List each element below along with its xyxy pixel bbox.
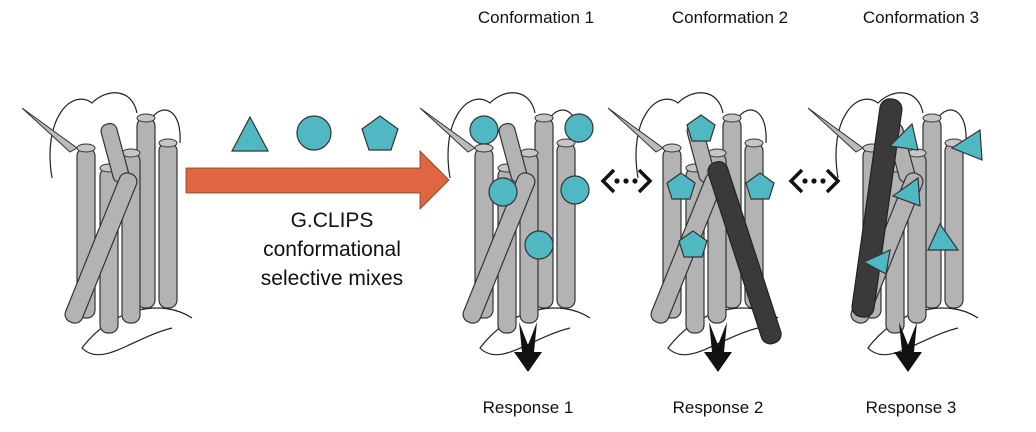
receptor-conformation-2 (607, 92, 782, 356)
circle-ligand-icon (296, 115, 332, 151)
triangle-ligands-conformation-3 (862, 122, 983, 275)
mix-label: G.CLIPS conformational selective mixes (232, 206, 432, 293)
pentagon-ligands-conformation-2 (666, 114, 775, 258)
response-arrow-2 (704, 322, 732, 372)
receptor-conformation-1 (419, 92, 591, 356)
mix-label-line: selective mixes (260, 267, 404, 290)
mix-label-line: conformational (263, 238, 401, 261)
receptor-conformation-3 (807, 92, 979, 356)
response-1-label: Response 1 (482, 398, 574, 417)
mix-label-line: G.CLIPS (290, 209, 374, 232)
conformation-2-label: Conformation 2 (671, 8, 789, 27)
selection-arrow (185, 150, 450, 210)
equilibrium-arrow-2-3 (788, 168, 841, 194)
dark-helix (707, 161, 782, 345)
conformation-3-label: Conformation 3 (862, 8, 980, 27)
pentagon-ligand-icon (361, 115, 399, 151)
triangle-ligand-icon (231, 115, 269, 152)
equilibrium-arrow-1-2 (600, 168, 653, 194)
response-2-label: Response 2 (672, 398, 764, 417)
response-arrow-3 (894, 322, 922, 372)
circle-ligands-conformation-1 (469, 113, 594, 260)
response-arrow-1 (514, 322, 542, 372)
response-3-label: Response 3 (865, 398, 957, 417)
conformation-1-label: Conformation 1 (477, 8, 595, 27)
receptor-apo (21, 92, 193, 356)
